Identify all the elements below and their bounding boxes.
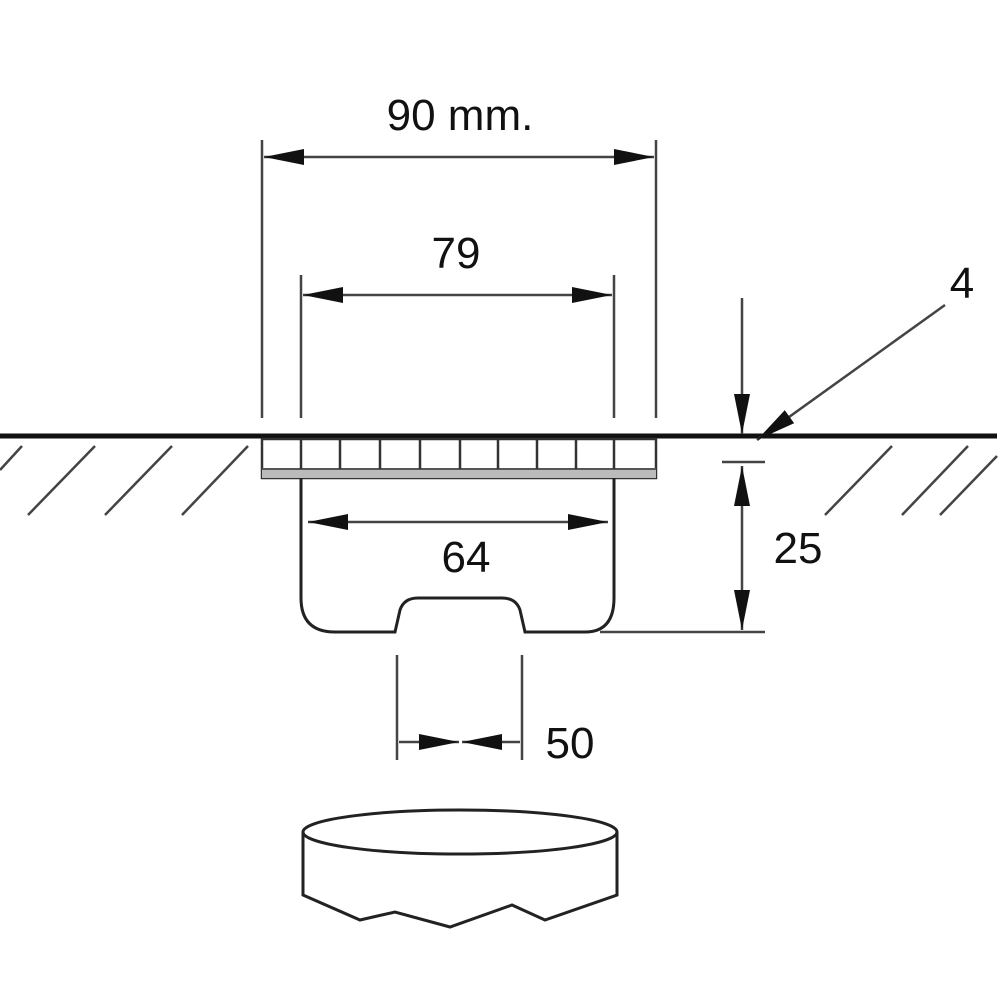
dimension-64: 64 — [308, 514, 608, 582]
dimension-25: 25 — [600, 466, 823, 634]
flange — [260, 437, 658, 480]
dimension-79: 79 — [299, 229, 616, 418]
disc-part — [301, 808, 619, 929]
label-25: 25 — [774, 524, 823, 573]
dimension-90: 90 mm. — [260, 91, 658, 418]
label-4: 4 — [950, 259, 974, 308]
label-64: 64 — [442, 533, 491, 582]
dimension-4: 4 — [722, 259, 974, 464]
ground-hatching — [0, 445, 998, 516]
label-50: 50 — [546, 719, 595, 768]
label-90mm: 90 mm. — [387, 91, 534, 140]
label-79: 79 — [432, 229, 481, 278]
dimension-50: 50 — [395, 655, 595, 768]
body-profile — [299, 478, 616, 634]
